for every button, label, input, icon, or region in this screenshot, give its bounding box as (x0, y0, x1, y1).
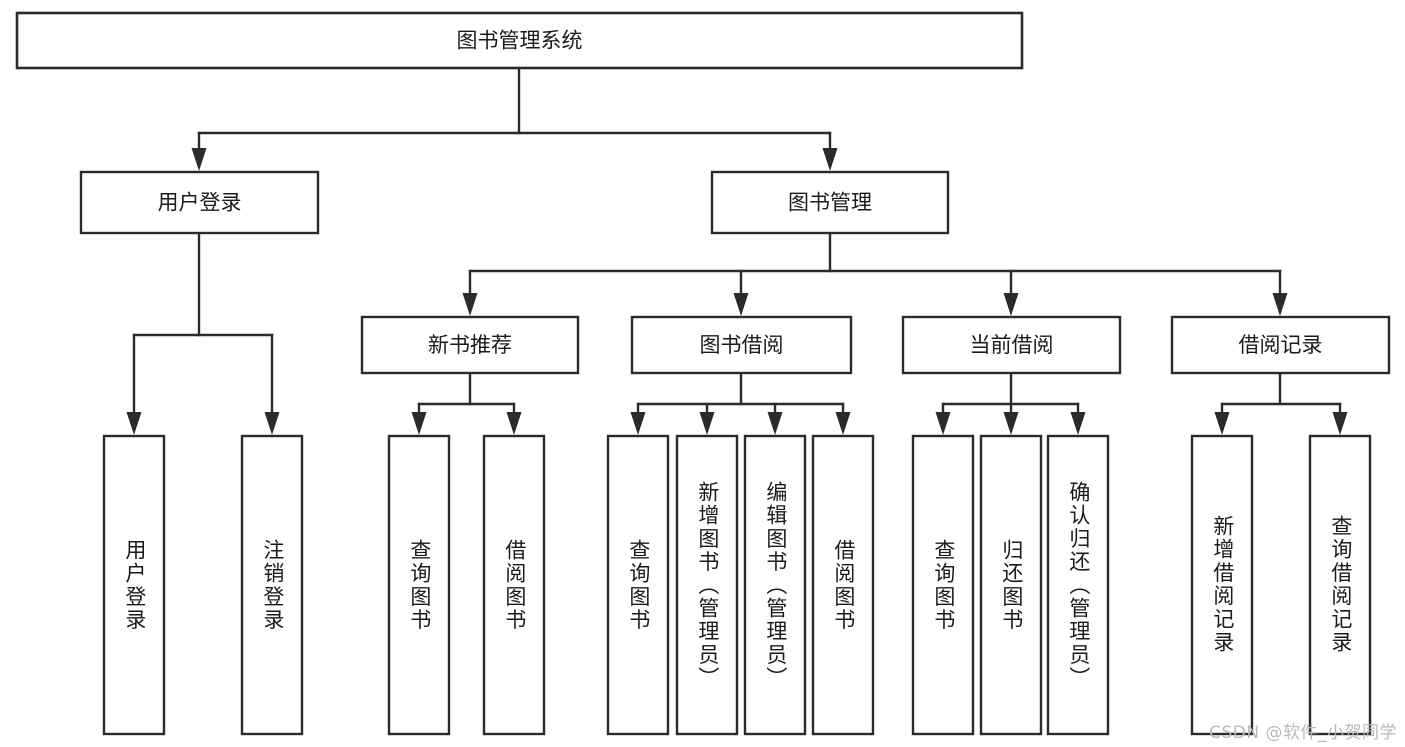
arrow-head-icon (630, 412, 646, 435)
arrow-head-icon (462, 293, 478, 316)
node-box-leaf-query-book-borrow[interactable] (606, 434, 670, 736)
arrow-head-icon (935, 412, 951, 435)
node-label-book-borrow: 图书借阅 (700, 333, 784, 357)
connector-current-borrow (935, 371, 1086, 435)
arrow-head-icon (506, 412, 522, 435)
node-box-leaf-add-borrow-record[interactable] (1190, 434, 1254, 736)
arrow-head-icon (1214, 412, 1230, 435)
arrow-head-icon (1332, 412, 1348, 435)
node-box-leaf-query-book-recommend[interactable] (387, 434, 451, 736)
node-box-leaf-edit-book[interactable] (743, 434, 807, 736)
node-box-layer (15, 11, 1391, 736)
node-box-leaf-query-borrow-record[interactable] (1308, 434, 1372, 736)
arrow-head-icon (264, 412, 280, 435)
node-box-leaf-borrow-book-recommend[interactable] (482, 434, 546, 736)
connector-borrow-record (1214, 371, 1348, 435)
arrow-head-icon (126, 412, 142, 435)
arrow-head-icon (767, 412, 783, 435)
node-box-user-login[interactable] (79, 170, 320, 235)
node-box-book-borrow[interactable] (630, 315, 853, 375)
node-box-root[interactable] (15, 11, 1024, 70)
arrow-head-icon (733, 293, 749, 316)
node-box-book-manage[interactable] (710, 170, 950, 235)
arrow-head-icon (699, 412, 715, 435)
arrow-head-icon (835, 412, 851, 435)
node-label-book-manage: 图书管理 (788, 191, 872, 215)
node-box-borrow-record[interactable] (1170, 315, 1391, 375)
arrow-head-icon (1272, 293, 1288, 316)
node-box-current-borrow[interactable] (901, 315, 1122, 375)
node-box-leaf-borrow-book[interactable] (811, 434, 875, 736)
node-box-new-book-recommend[interactable] (360, 315, 580, 375)
arrow-head-icon (1003, 412, 1019, 435)
arrow-head-icon (1003, 293, 1019, 316)
node-box-leaf-user-login[interactable] (102, 434, 166, 736)
connector-book-manage (462, 231, 1288, 316)
connector-root (191, 66, 838, 171)
arrow-head-icon (191, 148, 207, 171)
node-label-root: 图书管理系统 (457, 29, 583, 53)
node-box-leaf-logout[interactable] (240, 434, 304, 736)
node-box-leaf-return-book[interactable] (979, 434, 1043, 736)
connector-layer (126, 66, 1348, 435)
node-box-leaf-query-book-current[interactable] (911, 434, 975, 736)
connector-user-login (126, 231, 280, 435)
watermark-text: CSDN @软件_小贺同学 (1209, 723, 1397, 743)
connector-book-borrow (630, 371, 851, 435)
arrow-head-icon (411, 412, 427, 435)
node-label-new-book-recommend: 新书推荐 (428, 333, 512, 357)
node-box-leaf-confirm-return[interactable] (1046, 434, 1110, 736)
node-label-borrow-record: 借阅记录 (1239, 333, 1323, 357)
connector-new-book-recommend (411, 371, 522, 435)
node-label-current-borrow: 当前借阅 (970, 333, 1054, 357)
node-label-user-login: 用户登录 (158, 191, 242, 215)
node-box-leaf-add-book[interactable] (675, 434, 739, 736)
arrow-head-icon (822, 148, 838, 171)
arrow-head-icon (1070, 412, 1086, 435)
